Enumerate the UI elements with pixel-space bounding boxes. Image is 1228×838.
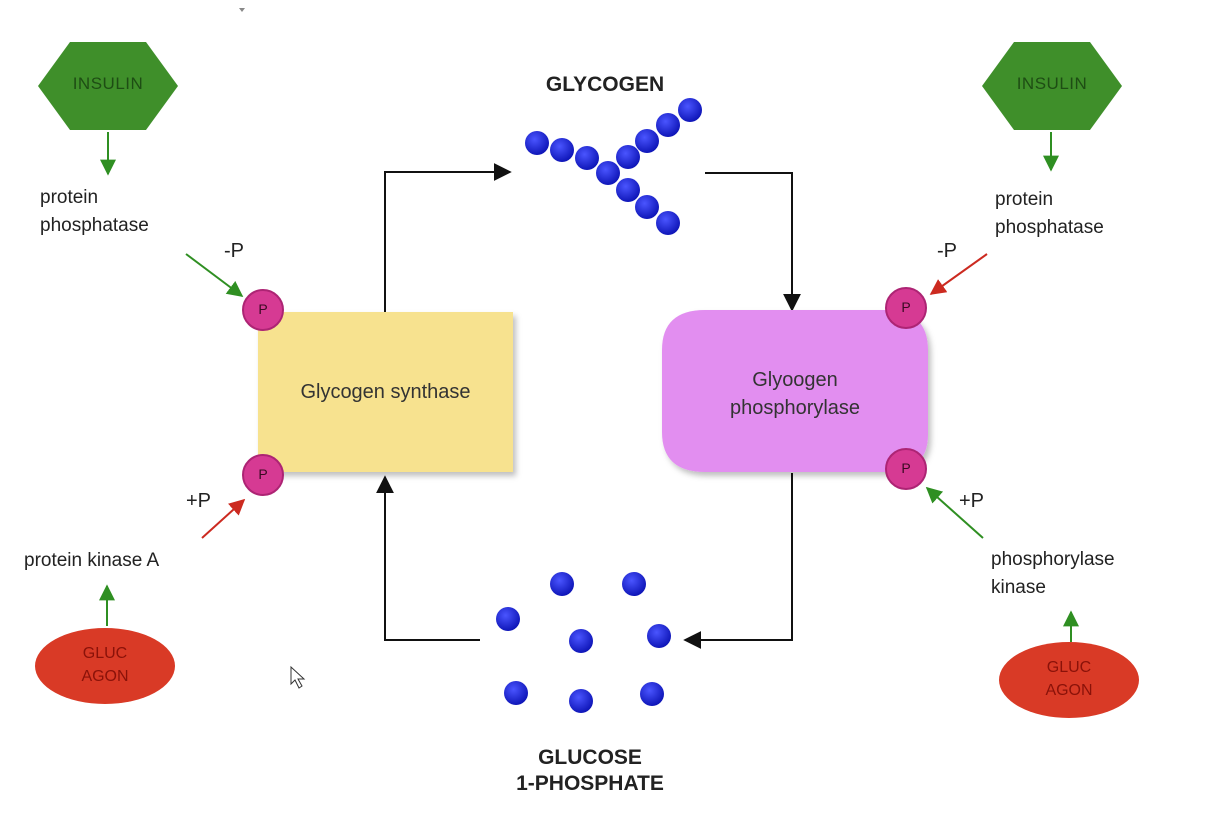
phosphate-badge-synthase-top [242, 289, 284, 331]
glucagon-label-left-line2: AGON [81, 668, 129, 685]
dephos-left-arrow [185, 253, 244, 297]
glucose-to-synthase-arrow [376, 475, 480, 641]
glucagon-oval-left [35, 628, 175, 704]
glycogen-title: GLYCOGEN [545, 73, 665, 96]
protein-phosphatase-right-line2: phosphatase [995, 217, 1104, 238]
protein-phosphatase-left-line1: protein [40, 187, 99, 208]
phosphate-badge-phosphorylase-top [885, 287, 927, 329]
protein-phosphatase-right-line1: protein [995, 189, 1054, 210]
glycogen-molecule [525, 98, 702, 235]
protein-kinase-a-label: protein kinase A [24, 550, 160, 571]
insulin-hexagon-left [38, 42, 178, 130]
glycogen-synthase-label: Glycogen synthase [300, 381, 471, 403]
minus-p-left: -P [224, 240, 244, 262]
glucose-title-line1: GLUCOSE [538, 746, 642, 769]
phos-left-arrow [201, 498, 246, 539]
insulin-hexagon-right [982, 42, 1122, 130]
p-badge-label-synthase-bottom: P [258, 466, 268, 482]
phosphorylase-kinase-line1: phosphorylase [991, 549, 1115, 570]
phosphorylase-kinase-line2: kinase [991, 577, 1046, 598]
insulin-label-right: INSULIN [1016, 74, 1088, 93]
phosphorylase-to-glucose-arrow [683, 473, 793, 649]
glucagon-label-left-line1: GLUC [82, 645, 128, 662]
glycogen-phosphorylase-label-line1: Glyoogen [752, 369, 838, 391]
glucagon-label-right-line1: GLUC [1046, 659, 1092, 676]
p-badge-label-phosphorylase-bottom: P [901, 460, 911, 476]
phos-right-arrow [925, 486, 984, 539]
glucose-1-phosphate-molecules [496, 572, 671, 713]
plus-p-right: +P [959, 490, 985, 512]
phosphate-badge-phosphorylase-bottom [885, 448, 927, 490]
protein-phosphatase-left-line2: phosphatase [40, 215, 149, 236]
glucose-title-line2: 1-PHOSPHATE [516, 772, 664, 795]
minus-p-right: -P [937, 240, 957, 262]
glucagon-oval-right [999, 642, 1139, 718]
p-badge-label-synthase-top: P [258, 301, 268, 317]
glycogen-synthase-box [258, 312, 513, 472]
cursor-icon [290, 665, 306, 689]
synthase-to-glycogen-arrow [384, 163, 512, 312]
glycogen-phosphorylase-label-line2: phosphorylase [729, 397, 861, 419]
dephos-right-arrow [929, 253, 988, 295]
p-badge-label-phosphorylase-top: P [901, 299, 911, 315]
glucagon-label-right-line2: AGON [1045, 682, 1093, 699]
insulin-label-left: INSULIN [72, 74, 144, 93]
plus-p-left: +P [186, 490, 212, 512]
glycogen-phosphorylase-box [662, 310, 928, 472]
small-caret-icon [239, 8, 245, 12]
glycogen-to-phosphorylase-arrow [705, 172, 801, 312]
phosphate-badge-synthase-bottom [242, 454, 284, 496]
